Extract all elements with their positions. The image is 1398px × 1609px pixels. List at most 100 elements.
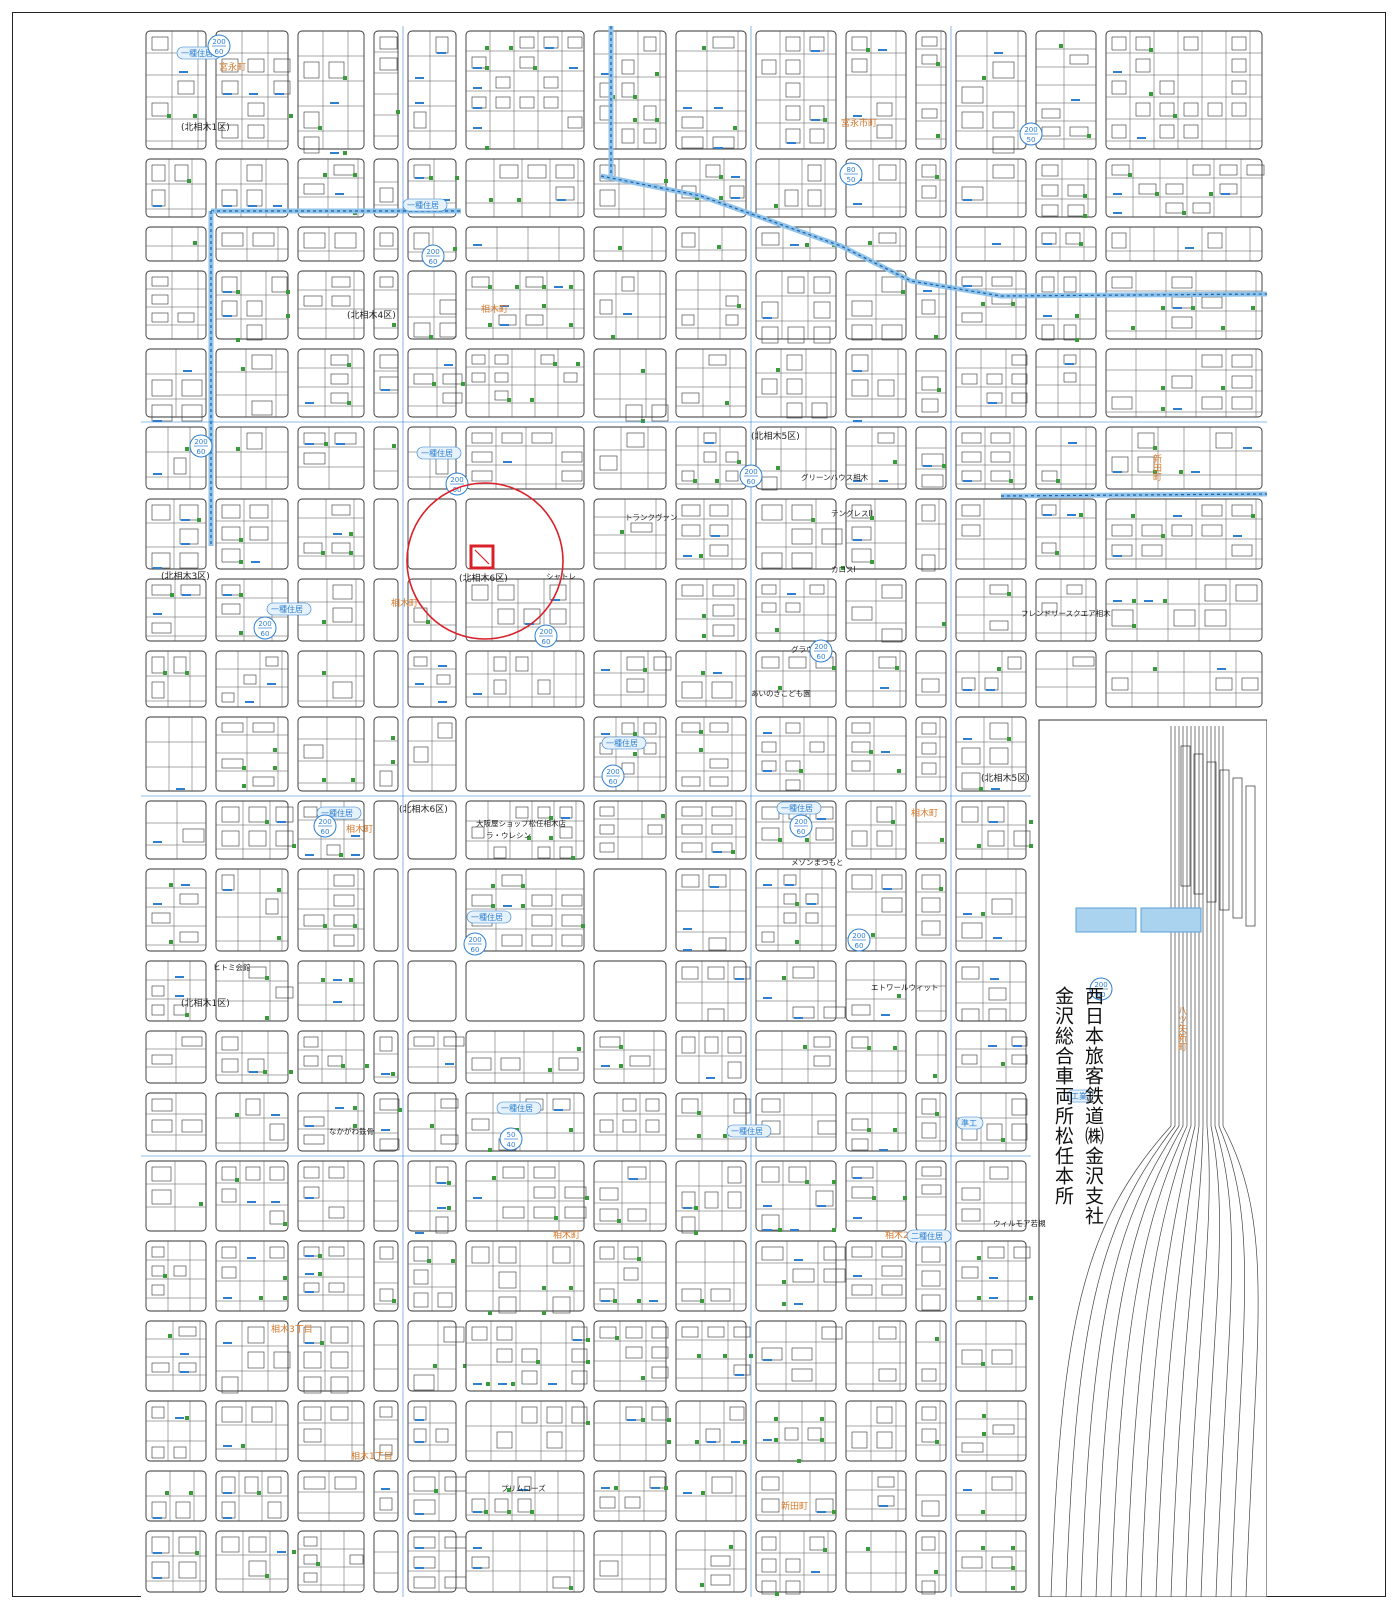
building [629,1055,651,1067]
building [493,846,507,859]
zoning-badge-top: 50 [507,1131,516,1139]
lot-number [175,995,184,997]
building [881,1246,903,1258]
green-marker [273,766,277,770]
green-marker [776,368,780,372]
building [851,324,873,341]
city-block [145,498,207,570]
green-marker [283,1222,287,1226]
city-block [675,1160,747,1232]
building [252,776,275,787]
building [961,524,981,537]
green-marker [343,76,347,80]
building [537,806,551,819]
city-block [297,650,365,708]
city-block [755,270,837,340]
building [435,1428,449,1443]
building [991,898,1013,915]
green-marker [321,551,325,555]
building [921,54,938,65]
building [1192,202,1211,214]
building [1013,1246,1031,1259]
green-marker [185,1013,189,1017]
city-block [755,1470,837,1522]
road-zone-label: 工業 [1071,1091,1087,1101]
building [531,934,553,947]
facility-label: 金沢総合車両所松任本所 [1052,986,1074,1206]
building [783,912,797,924]
green-marker [239,631,243,635]
building [471,372,486,383]
city-block [145,578,207,642]
city-block [215,650,289,708]
green-marker [1011,1586,1015,1590]
building [987,830,1005,847]
lot-number [731,197,740,199]
building [1201,504,1223,517]
green-marker [697,1354,701,1358]
green-marker [620,530,624,534]
building [986,1123,1003,1141]
lot-number [731,1441,740,1443]
building [546,1406,563,1424]
lot-number [601,1487,610,1489]
district-label: (北相木1区) [181,997,230,1009]
building [435,1216,449,1234]
building [989,747,1009,765]
city-block [915,348,947,418]
building [501,874,523,887]
building [1111,164,1130,176]
city-block [145,30,207,150]
green-marker [743,1440,747,1444]
building [471,894,493,907]
green-marker [447,1181,451,1185]
city-block [407,960,457,1022]
green-marker [569,323,573,327]
building [151,584,172,596]
building [564,1206,587,1219]
building [525,276,544,288]
building [1246,164,1265,176]
green-marker [277,888,281,892]
lot-number [182,594,191,596]
lot-number [548,1383,557,1385]
building [333,874,355,887]
building [761,656,780,669]
lot-number [305,1255,314,1257]
block-layer [145,30,1265,1596]
target-radius-circle [406,482,564,640]
building [439,299,457,315]
building [791,552,813,569]
building [413,1556,436,1569]
city-block [465,1160,585,1232]
green-marker [933,1074,937,1078]
building [531,432,553,444]
lot-number [601,733,610,735]
building [1204,584,1227,602]
lot-number [880,687,889,689]
lot-number [794,1303,803,1305]
lot-number [247,1257,256,1259]
city-block [1105,30,1263,150]
city-block [755,868,837,952]
building [521,1370,538,1385]
lot-number [923,290,932,292]
building [179,552,199,569]
building [621,762,635,775]
residential-map[interactable]: 宮永町宮永市町相木町相木町相木町相木町相木町相木2丁目相木3丁目相木1丁目新田町… [141,26,1267,1597]
building [440,1098,459,1109]
building [876,1406,893,1424]
lot-number [415,1232,424,1234]
rail-track [1065,726,1176,1597]
building [707,966,725,980]
city-block [955,1240,1027,1312]
green-marker [542,1311,546,1315]
rail-track [1185,726,1210,1597]
lot-number [183,370,192,372]
lot-number [1068,442,1077,444]
lot-number [438,665,447,667]
place-label: トランクヴァン [625,512,678,522]
building [791,528,813,545]
green-marker [641,1376,645,1380]
lot-number [500,305,509,307]
